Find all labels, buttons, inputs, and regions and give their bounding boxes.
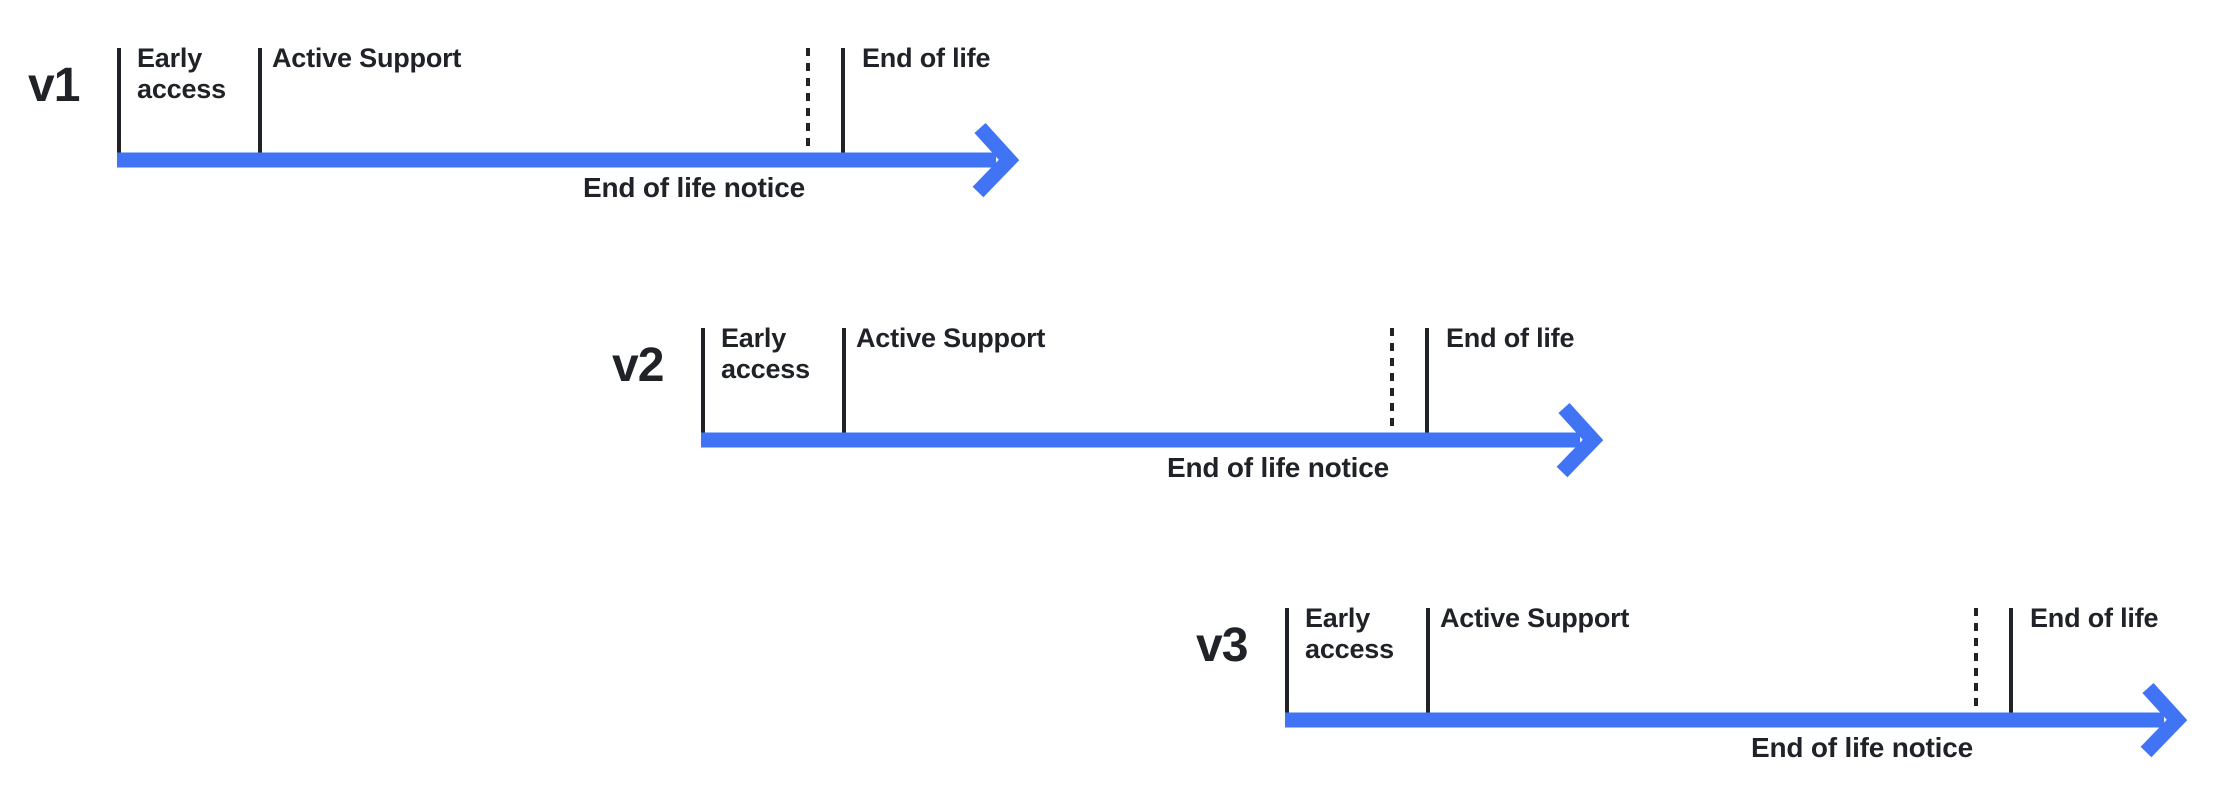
end-of-life-notice-label: End of life notice xyxy=(1751,732,1973,763)
end-of-life-label: End of life xyxy=(2030,603,2159,633)
timeline-arrow-head-icon xyxy=(2140,682,2188,758)
early-access-label: Early access xyxy=(137,43,226,104)
timeline-graphic xyxy=(1285,608,2188,758)
timeline-arrow-head-icon xyxy=(1556,402,1604,478)
timeline-v1: v1 Early access Active Support End of li… xyxy=(0,0,1100,240)
early-access-label: Early access xyxy=(1305,603,1394,664)
active-support-label: Active Support xyxy=(856,323,1046,353)
version-label: v2 xyxy=(612,339,664,392)
version-label: v1 xyxy=(28,59,80,112)
end-of-life-notice-label: End of life notice xyxy=(1167,452,1389,483)
end-of-life-label: End of life xyxy=(862,43,991,73)
timeline-graphic xyxy=(117,48,1020,198)
timeline-v3: v3 Early access Active Support End of li… xyxy=(1168,560,2228,800)
active-support-label: Active Support xyxy=(272,43,462,73)
active-support-label: Active Support xyxy=(1440,603,1630,633)
end-of-life-notice-label: End of life notice xyxy=(583,172,805,203)
timeline-arrow-head-icon xyxy=(972,122,1020,198)
end-of-life-label: End of life xyxy=(1446,323,1575,353)
timeline-v2: v2 Early access Active Support End of li… xyxy=(584,280,1684,520)
timeline-graphic xyxy=(701,328,1604,478)
version-label: v3 xyxy=(1196,619,1248,672)
early-access-label: Early access xyxy=(721,323,810,384)
